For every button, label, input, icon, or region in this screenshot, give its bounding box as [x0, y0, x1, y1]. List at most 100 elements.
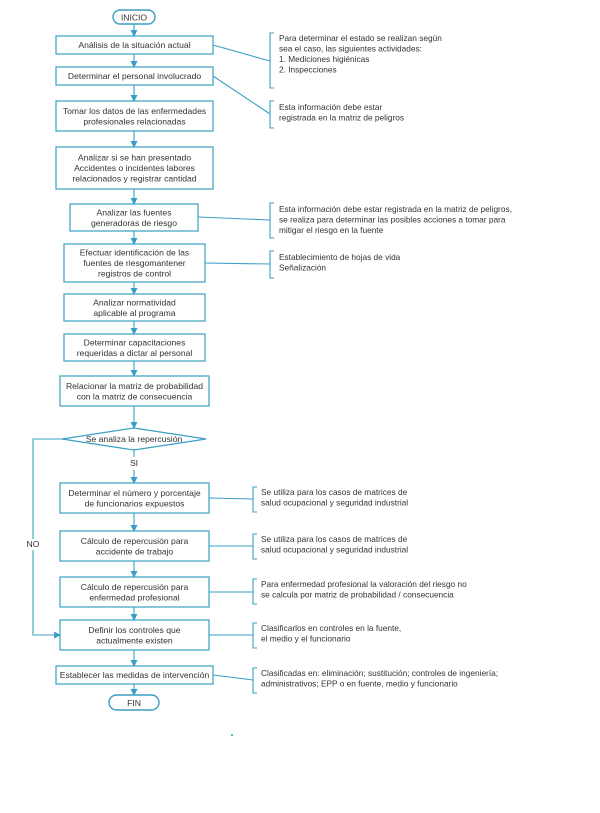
branch-step-label-line: actualmente existen	[96, 635, 173, 645]
branch-step-label-line: Cálculo de repercusión para	[81, 582, 189, 592]
process-box	[59, 619, 210, 651]
step-label-line: aplicable al programa	[93, 308, 175, 318]
note-bracket	[252, 533, 257, 560]
process-box	[55, 66, 214, 86]
step-label-line: relacionados y registrar cantidad	[72, 174, 196, 184]
note-text-line: 2. Inspecciones	[279, 65, 337, 75]
process-box	[55, 100, 214, 132]
branch-step-label-line: Establecer las medidas de intervención	[60, 670, 210, 680]
note-text-line: Esta información debe estar registrada e…	[279, 204, 512, 214]
step-label-line: Determinar el personal involucrado	[68, 71, 201, 81]
process-box	[59, 576, 210, 608]
branch-step-label-line: Definir los controles que	[88, 625, 180, 635]
step-label-line: Tomar los datos de las enfermedades	[63, 106, 206, 116]
note-text: Clasificadas en: eliminación; sustitució…	[261, 668, 498, 689]
step-label-line: Analizar si se han presentado	[78, 153, 191, 163]
note-bracket	[269, 202, 274, 239]
decision-no-line	[32, 438, 62, 639]
step-label-line: Determinar capacitaciones	[84, 337, 186, 347]
note-text-line: Establecimiento de hojas de vida	[279, 252, 401, 262]
note-bracket	[252, 578, 257, 605]
note-text-line: salud ocupacional y seguridad industrial	[261, 545, 408, 555]
step-label-line: Análisis de la situación actual	[78, 40, 190, 50]
branch-step-label-line: enfermedad profesional	[89, 592, 179, 602]
decision-label: Se analiza la repercusión	[86, 434, 183, 444]
process-box	[63, 293, 206, 322]
note-connector	[212, 44, 271, 62]
process-box	[63, 333, 206, 362]
branch-step-label-line: de funcionarios expuestos	[85, 498, 185, 508]
step-label-line: Analizar normatividad	[93, 297, 176, 307]
process-box	[59, 530, 210, 562]
note-text: Para determinar el estado se realizan se…	[279, 33, 442, 75]
note-bracket	[269, 100, 274, 129]
note-connector	[212, 75, 271, 115]
process-box	[69, 203, 199, 232]
no-label: NO	[27, 539, 40, 549]
step-label: Análisis de la situación actual	[78, 40, 190, 50]
note-text-line: registrada en la matriz de peligros	[279, 113, 404, 123]
note-text-line: sea el caso, las siguientes actividades:	[279, 44, 422, 54]
note-text-line: Para determinar el estado se realizan se…	[279, 33, 442, 43]
connectors	[26, 24, 274, 696]
process-box	[59, 482, 210, 514]
note-text: Se utiliza para los casos de matrices de…	[261, 487, 408, 508]
note-text-line: Esta información debe estar	[279, 102, 383, 112]
note-text-line: mitigar el riesgo en la fuente	[279, 225, 384, 235]
note-connector	[208, 497, 254, 500]
note-text: Clasificarlos en controles en la fuente,…	[261, 623, 401, 644]
note-connector	[204, 262, 271, 265]
step-label-line: Efectuar identificación de las	[80, 248, 189, 258]
note-text-line: Para enfermedad profesional la valoració…	[261, 579, 467, 589]
note-connector	[197, 216, 271, 221]
note-text: Se utiliza para los casos de matrices de…	[261, 534, 408, 555]
step-label-line: Analizar las fuentes	[97, 207, 172, 217]
note-text-line: el medio y el funcionario	[261, 634, 351, 644]
decision-diamond	[61, 427, 207, 451]
process-box	[55, 146, 214, 190]
note-text-line: Clasificarlos en controles en la fuente,	[261, 623, 401, 633]
start-label: INICIO	[121, 13, 148, 23]
step-label: Determinar el personal involucrado	[68, 71, 201, 81]
note-text: Esta información debe estar registrada e…	[279, 204, 512, 235]
note-connector	[212, 674, 254, 681]
step-label-line: requeridas a dictar al personal	[77, 348, 193, 358]
note-text-line: se realiza para determinar las posibles …	[279, 215, 506, 225]
process-box	[55, 665, 214, 685]
process-box	[63, 243, 206, 283]
note-bracket	[269, 250, 274, 279]
process-box	[59, 375, 210, 407]
step-label-line: Accidentes o incidentes labores	[74, 163, 195, 173]
branch-step-label-line: Determinar el número y porcentaje	[68, 488, 201, 498]
step-label-line: profesionales relacionadas	[83, 116, 185, 126]
step-label-line: generadoras de riesgo	[91, 218, 177, 228]
note-bracket	[252, 667, 257, 694]
branch-step-label-line: Cálculo de repercusión para	[81, 536, 189, 546]
note-text-line: Clasificadas en: eliminación; sustitució…	[261, 668, 498, 678]
note-text-line: salud ocupacional y seguridad industrial	[261, 498, 408, 508]
decorative-dot	[231, 734, 233, 736]
step-label-line: Relacionar la matriz de probabilidad	[66, 381, 203, 391]
note-text-line: Se utiliza para los casos de matrices de	[261, 534, 408, 544]
shapes	[55, 9, 233, 736]
note-text-line: Señalización	[279, 263, 326, 273]
start-terminal	[112, 9, 156, 25]
note-text-line: se calcula por matriz de probabilidad / …	[261, 590, 454, 600]
step-label-line: registros de control	[98, 269, 171, 279]
note-text-line: administrativos; EPP o en fuente, medio …	[261, 679, 458, 689]
branch-step-label-line: accidente de trabajo	[96, 546, 174, 556]
branch-step-label: Establecer las medidas de intervención	[60, 670, 210, 680]
note-bracket	[269, 32, 274, 89]
